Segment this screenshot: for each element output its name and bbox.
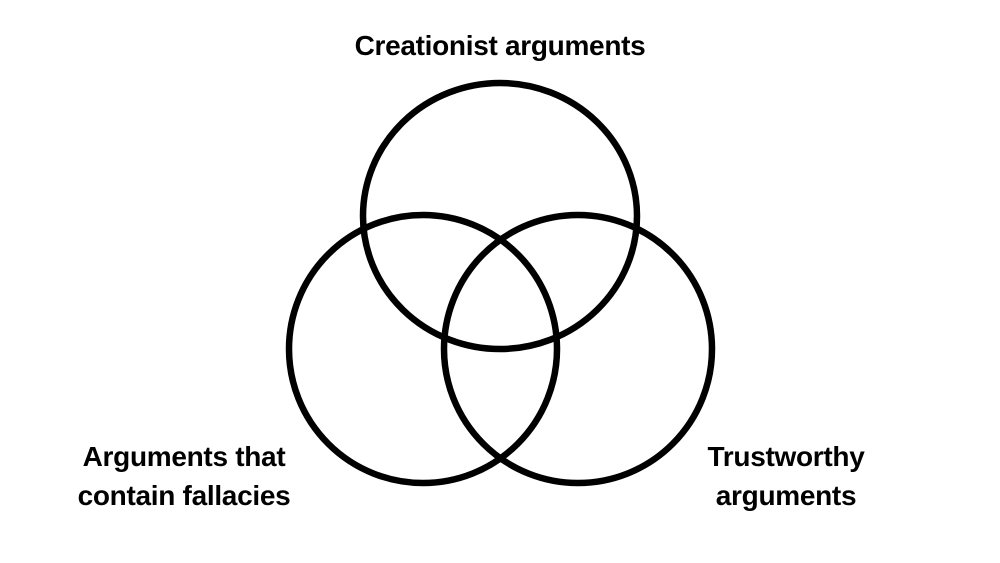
label-line: Trustworthy (707, 441, 865, 472)
label-line: Arguments that (82, 441, 286, 472)
label-line: contain fallacies (77, 480, 291, 511)
circle-creationist-arguments (359, 79, 641, 353)
label-arguments-that-contain-fallacies: Arguments that contain fallacies (34, 437, 334, 515)
label-trustworthy-arguments: Trustworthy arguments (636, 437, 936, 515)
label-creationist-arguments: Creationist arguments (0, 26, 1000, 65)
circle-trustworthy-arguments (440, 211, 716, 487)
label-line: arguments (715, 480, 857, 511)
circle-arguments-that-contain-fallacies (285, 211, 561, 487)
label-line: Creationist arguments (354, 30, 646, 61)
